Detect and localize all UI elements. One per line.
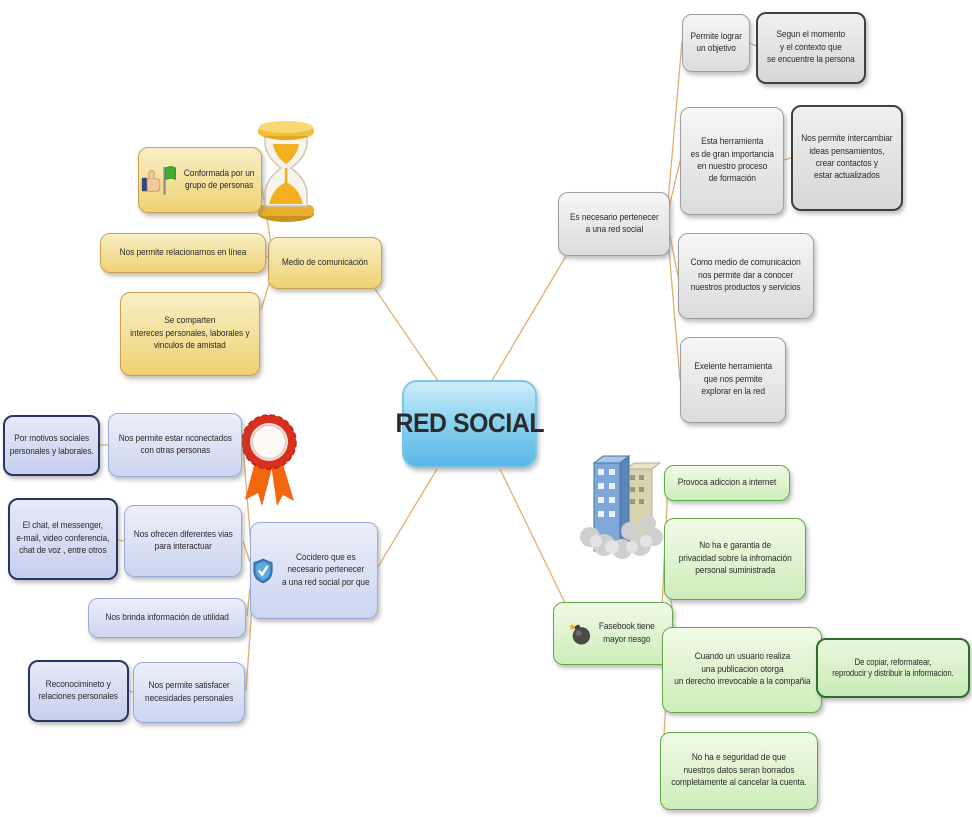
node-label: De copiar, reformatear, reproducir y dis…	[832, 656, 954, 678]
node-el-chat-messenger[interactable]: El chat, el messenger, e-mail, video con…	[8, 498, 118, 580]
node-label: Nos brinda información de utilidad	[105, 611, 229, 623]
shield-check-icon	[253, 558, 273, 584]
node-se-comparten-intereses[interactable]: Se comparten intereces personales, labor…	[120, 292, 260, 376]
node-informacion-utilidad[interactable]: Nos brinda información de utilidad	[88, 598, 246, 638]
node-label: RED SOCIAL	[395, 408, 544, 439]
node-label: Cuando un usuario realiza una publicacio…	[673, 651, 811, 688]
hourglass-icon	[255, 120, 317, 223]
node-reconocimiento-relaciones[interactable]: Reconocimineto y relaciones personales	[28, 660, 129, 722]
node-label: Nos permite relacionarnos en línea	[119, 246, 247, 258]
node-publicacion-derecho-irrevocable[interactable]: Cuando un usuario realiza una publicacio…	[662, 627, 822, 713]
node-label: Se comparten intereces personales, labor…	[130, 315, 250, 352]
node-label: Es necesario pertenecer a una red social	[569, 211, 659, 235]
node-relacionarnos-en-linea[interactable]: Nos permite relacionarnos en línea	[100, 233, 266, 273]
node-label: Cocidero que es necesario pertenecer a u…	[281, 551, 370, 588]
node-intercambiar-ideas[interactable]: Nos permite intercambiar ideas pensamien…	[791, 105, 903, 211]
node-segun-el-momento[interactable]: Segun el momento y el contexto que se en…	[756, 12, 866, 84]
node-label: Exelente herramienta que nos permite exp…	[694, 361, 772, 398]
node-label: El chat, el messenger, e-mail, video con…	[16, 520, 110, 557]
node-label: Provoca adiccion a internet	[677, 476, 777, 488]
node-label: Conformada por un grupo de personas	[184, 167, 255, 191]
thumbs-up-flag-icon	[140, 164, 177, 197]
node-cocidero-necesario-pertenecer[interactable]: Cocidero que es necesario pertenecer a u…	[250, 522, 378, 619]
node-label: Por motivos sociales personales y labora…	[9, 433, 94, 457]
award-ribbon-icon	[237, 406, 301, 512]
node-label: Fasebook tiene mayor riesgo	[598, 621, 655, 645]
node-red-social[interactable]: RED SOCIAL	[395, 380, 544, 468]
node-esta-herramienta-importancia[interactable]: Esta herramienta es de gran importancia …	[680, 107, 784, 215]
node-exelente-herramienta[interactable]: Exelente herramienta que nos permite exp…	[680, 337, 786, 423]
node-label: Nos permite satisfacer necesidades perso…	[144, 680, 234, 704]
node-label: Permite lograr un objetivo	[690, 30, 742, 54]
node-label: Esta herramienta es de gran importancia …	[690, 136, 774, 185]
node-diferentes-vias-interactuar[interactable]: Nos ofrecen diferentes vias para interac…	[124, 505, 242, 577]
node-label: No ha e garantia de privacidad sobre la …	[678, 540, 792, 577]
node-label: Como medio de comunicacion nos permite d…	[690, 257, 802, 294]
node-label: Nos permite intercambiar ideas pensamien…	[801, 133, 893, 182]
node-no-seguridad-datos-borrados[interactable]: No ha e seguridad de que nuestros datos …	[660, 732, 818, 810]
node-label: Reconocimineto y relaciones personales	[38, 678, 119, 702]
node-label: Nos permite estar nconectados con otras …	[118, 432, 232, 456]
node-por-motivos-sociales[interactable]: Por motivos sociales personales y labora…	[3, 415, 100, 476]
node-medio-de-comunicacion[interactable]: Medio de comunicación	[268, 237, 382, 289]
buildings-clouds-icon	[578, 453, 666, 563]
node-no-garantia-privacidad[interactable]: No ha e garantia de privacidad sobre la …	[664, 518, 806, 600]
node-label: Medio de comunicación	[282, 256, 368, 268]
node-provoca-adiccion[interactable]: Provoca adiccion a internet	[664, 465, 790, 501]
node-copiar-reformatear-distribuir[interactable]: De copiar, reformatear, reproducir y dis…	[816, 638, 970, 698]
node-satisfacer-necesidades[interactable]: Nos permite satisfacer necesidades perso…	[133, 662, 245, 723]
node-fasebook-mayor-riesgo[interactable]: Fasebook tiene mayor riesgo	[553, 602, 673, 665]
node-como-medio-comunicacion[interactable]: Como medio de comunicacion nos permite d…	[678, 233, 814, 319]
node-label: Segun el momento y el contexto que se en…	[767, 29, 855, 66]
node-estar-conectados[interactable]: Nos permite estar nconectados con otras …	[108, 413, 242, 477]
node-label: Nos ofrecen diferentes vias para interac…	[133, 528, 233, 552]
node-es-necesario-pertenecer[interactable]: Es necesario pertenecer a una red social	[558, 192, 670, 256]
node-label: No ha e seguridad de que nuestros datos …	[671, 752, 807, 789]
node-conformada-grupo-personas[interactable]: Conformada por un grupo de personas	[138, 147, 262, 213]
bomb-icon	[568, 622, 592, 645]
node-permite-lograr-objetivo[interactable]: Permite lograr un objetivo	[682, 14, 750, 72]
